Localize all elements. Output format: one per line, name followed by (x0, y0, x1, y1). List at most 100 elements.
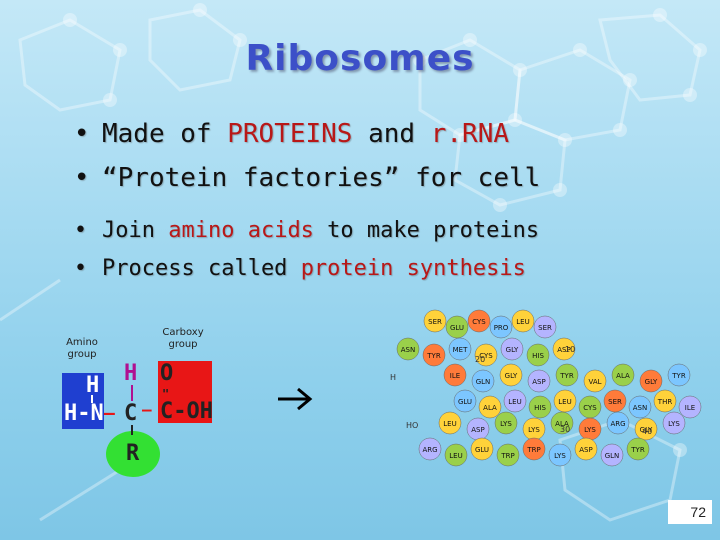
amino-acid-bead: LEU (511, 309, 535, 333)
amino-acid-bead-label: LEU (508, 398, 521, 406)
amino-acid-bead-label: MET (453, 346, 468, 354)
amino-acid-bead: GLU (445, 315, 469, 339)
highlight-proteins: PROTEINS (227, 119, 353, 149)
bond-dash: – (104, 403, 115, 424)
carboxy-group-box (158, 361, 212, 423)
amino-acid-bead-label: LYS (554, 452, 566, 460)
amino-acid-bead-label: ALA (483, 404, 497, 412)
amino-acid-bead-label: LYS (528, 426, 540, 434)
amino-acid-bead: LYS (522, 417, 546, 441)
carboxy-coh: C-OH (160, 399, 213, 424)
amino-acid-bead: ASP (574, 437, 598, 461)
amino-acid-bead: GLY (499, 363, 523, 387)
amino-acid-bead: LYS (662, 411, 686, 435)
amino-acid-bead-label: ASP (471, 426, 484, 434)
bullet-text: Process called (102, 256, 301, 281)
amino-acid-bead-label: TYR (630, 446, 645, 454)
amino-acid-bead: ASP (466, 417, 490, 441)
residue-number: 30 (560, 425, 570, 434)
amino-acid-bead-label: ILE (450, 372, 460, 380)
amino-acid-bead-label: THR (657, 398, 673, 406)
amino-acid-bead-label: LYS (584, 426, 596, 434)
carboxy-o: O (160, 361, 174, 386)
bullet-text: Join (102, 218, 169, 243)
amino-acid-bead-label: GLY (505, 372, 518, 380)
amino-acid-bead: TYR (626, 437, 650, 461)
amino-acid-bead: TYR (555, 363, 579, 387)
bond-dash: – (142, 400, 152, 419)
bullet-dot: • (74, 119, 90, 149)
amino-acid-bead-label: GLN (476, 378, 491, 386)
amino-acid-bead: ASN (396, 337, 420, 361)
carboxy-group-label: Carboxy group (162, 327, 204, 350)
amino-acid-bead: SER (423, 309, 447, 333)
amino-acid-bead: GLY (639, 369, 663, 393)
amino-acid-bead: GLY (634, 417, 658, 441)
amino-acid-bead: LEU (503, 389, 527, 413)
amino-acid-bead-label: SER (538, 324, 552, 332)
amino-acid-bead-label: ASN (633, 404, 647, 412)
amino-acid-bead: GLN (600, 443, 624, 467)
amino-acid-bead: PRO (489, 315, 513, 339)
bullet-text: “Protein factories” for cell (102, 163, 541, 193)
amino-acid-bead-label: TYR (671, 372, 686, 380)
amino-acid-bead: SER (533, 315, 557, 339)
amino-acid-bead: ASP (527, 369, 551, 393)
amino-acid-bead-label: LEU (516, 318, 529, 326)
amino-acid-bead: LEU (444, 443, 468, 467)
amino-acid-bead: TRP (522, 437, 546, 461)
amino-acid-bead-label: ASP (557, 346, 570, 354)
bond-lines (91, 385, 133, 435)
central-c: C (124, 401, 138, 426)
highlight-rrna: r.RNA (430, 119, 510, 149)
bullet-text: and (352, 119, 431, 149)
amino-acid-bead-label: LEU (449, 452, 462, 460)
slide-title: Ribosomes (245, 38, 475, 79)
amino-acid-bead: THR (653, 389, 677, 413)
amino-acid-bead: LYS (494, 411, 518, 435)
amino-acid-bead: ILE (443, 363, 467, 387)
amino-acid-bead-label: LEU (558, 398, 571, 406)
amino-group-box (62, 373, 104, 429)
amino-acid-bead: ILE (678, 395, 702, 419)
amino-acid-bead: ARG (606, 411, 630, 435)
amino-acid-bead: VAL (583, 369, 607, 393)
residue-number: 10 (565, 345, 575, 354)
amino-acid-bead: ARG (418, 437, 442, 461)
amino-acid-bead-label: GLU (475, 446, 489, 454)
amino-acid-diagram: Amino group Carboxy group H H-N – H C – … (62, 325, 232, 477)
amino-acid-bead: HIS (528, 395, 552, 419)
amino-acid-bead-label: LYS (668, 420, 680, 428)
amino-acid-bead-label: ASP (579, 446, 592, 454)
amino-acid-bead: ALA (478, 395, 502, 419)
amino-group-label: Amino group (66, 337, 98, 360)
bullet-dot: • (74, 256, 87, 281)
r-group-circle (106, 431, 160, 477)
highlight-amino-acids: amino acids (168, 218, 314, 243)
amino-acid-bead: CYS (578, 395, 602, 419)
bullet-dot: • (74, 218, 87, 243)
highlight-protein-synthesis: protein synthesis (300, 256, 526, 281)
amino-acid-bead-label: GLY (640, 426, 653, 434)
amino-acid-bead: LYS (578, 417, 602, 441)
amino-acid-bead-label: ALA (555, 420, 569, 428)
amino-acid-bead: GLN (471, 369, 495, 393)
amino-acid-bead: GLU (453, 389, 477, 413)
amino-hn: H-N (64, 401, 104, 426)
amino-acid-bead-label: GLU (450, 324, 464, 332)
amino-acid-bead-label: ILE (685, 404, 695, 412)
amino-acid-bead: GLY (500, 337, 524, 361)
bullet-item: • Process called protein synthesis (70, 250, 540, 288)
amino-acid-bead: ALA (550, 411, 574, 435)
amino-acid-bead: GLU (470, 437, 494, 461)
amino-acid-bead-label: CYS (583, 404, 597, 412)
amino-acid-bead: MET (448, 337, 472, 361)
carboxy-double-bond: " (162, 387, 170, 401)
amino-acid-bead: ASP (552, 337, 576, 361)
amino-acid-bead: LYS (548, 443, 572, 467)
amino-acid-bead-label: ASP (532, 378, 545, 386)
bullet-text: Made of (102, 119, 228, 149)
amino-acid-bead-label: TRP (526, 446, 540, 454)
